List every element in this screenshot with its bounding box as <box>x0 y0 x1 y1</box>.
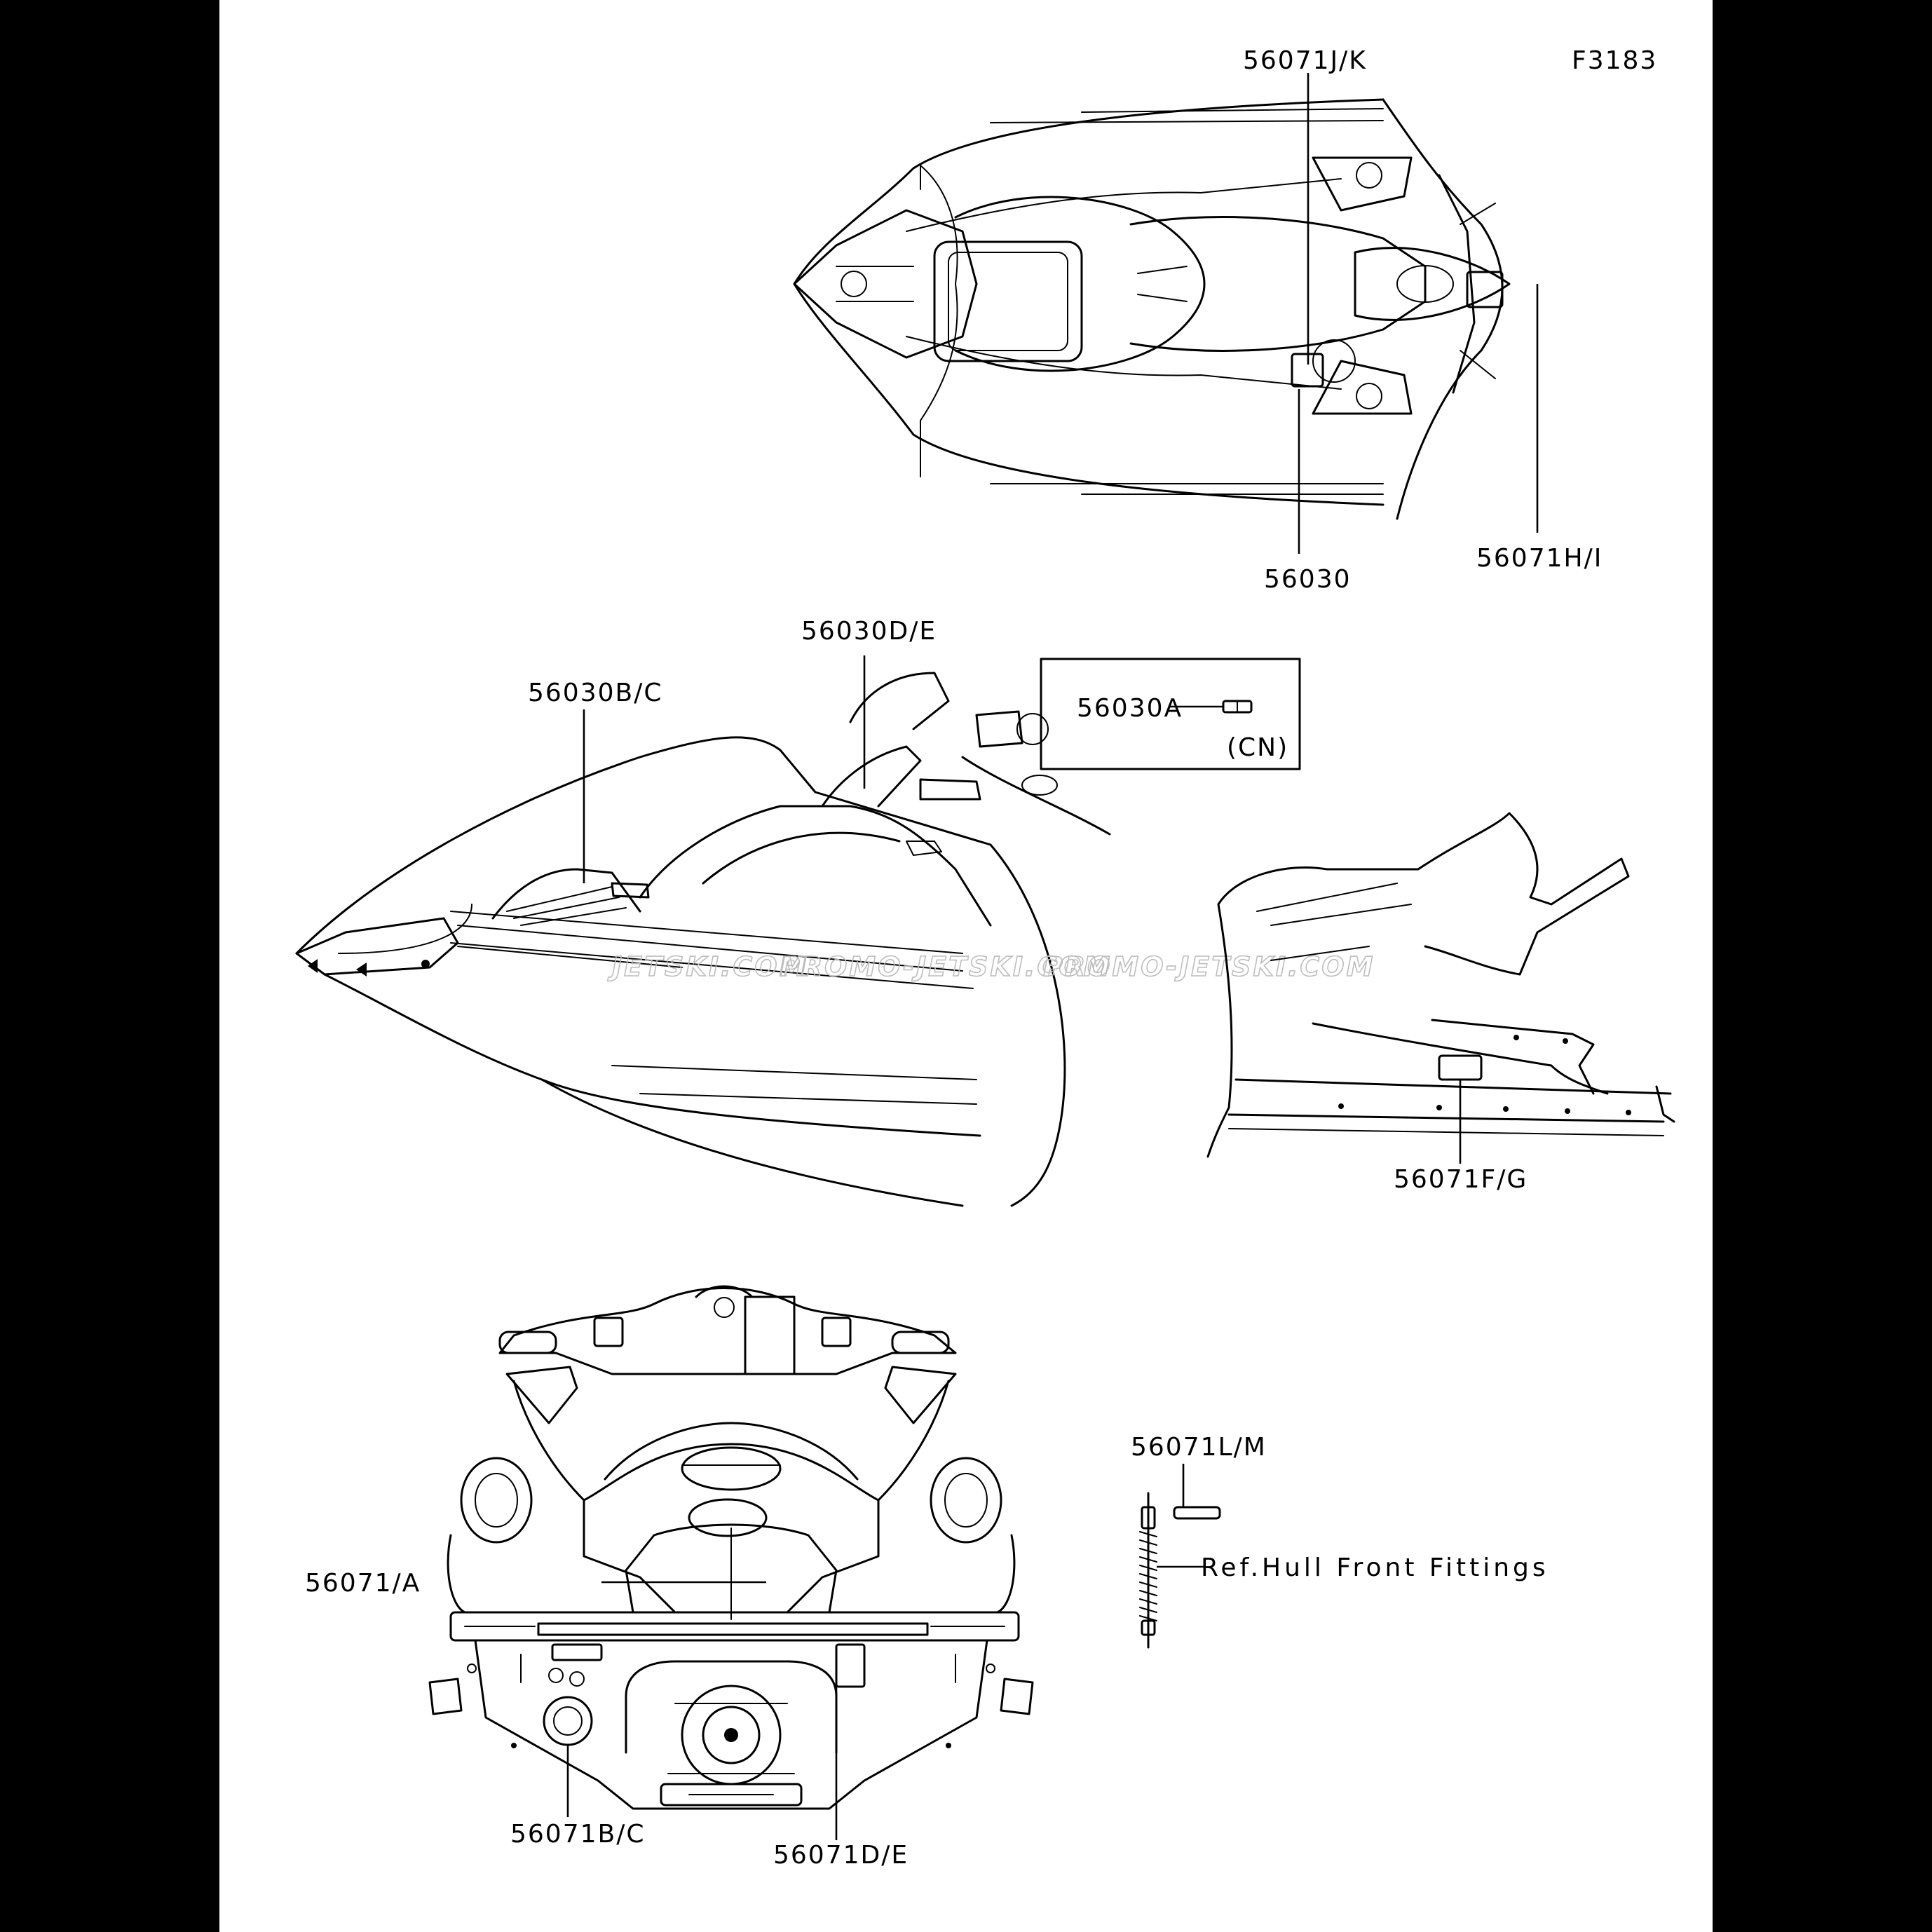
callout-56030BC: 56030B/C <box>528 679 662 707</box>
callout-56030DE: 56030D/E <box>801 617 937 646</box>
watermark-text-1: JETSKI.COM <box>607 951 808 982</box>
callout-56071JK: 56071J/K <box>1243 46 1367 75</box>
figure-code: F3183 <box>1572 46 1657 75</box>
parts-diagram: F3183 <box>295 46 1675 1870</box>
callout-56030A: 56030A <box>1077 694 1183 723</box>
callout-56071HI: 56071H/I <box>1476 544 1603 573</box>
ref-front-fittings: Ref.Hull Front Fittings <box>1201 1553 1549 1582</box>
rear-view-drawing <box>428 1285 1034 1810</box>
callout-56071LM: 56071L/M <box>1131 1433 1267 1462</box>
watermark-text-3: PROMO-JETSKI.COM <box>1043 951 1375 982</box>
watermark-text-2: PROMO-JETSKI.COM <box>780 951 1112 982</box>
top-view-drawing <box>793 98 1511 520</box>
side-view-drawing <box>295 672 1111 1207</box>
rear-side-drawing <box>1206 812 1675 1158</box>
callout-56071FG: 56071F/G <box>1394 1165 1528 1194</box>
label-56071LM-icon <box>1173 1506 1221 1520</box>
cn-region-box <box>1040 658 1301 770</box>
front-fittings-drawing <box>1139 1492 1221 1649</box>
callout-56071DE: 56071D/E <box>773 1841 909 1870</box>
callout-56030: 56030 <box>1264 565 1352 594</box>
drawing-sheet: F3183 <box>219 0 1713 1932</box>
cn-region-label: (CN) <box>1227 733 1288 762</box>
callout-56071BC: 56071B/C <box>510 1820 645 1849</box>
watermark-band: JETSKI.COM PROMO-JETSKI.COM PROMO-JETSKI… <box>606 951 1375 983</box>
callout-56071A: 56071/A <box>305 1569 421 1598</box>
